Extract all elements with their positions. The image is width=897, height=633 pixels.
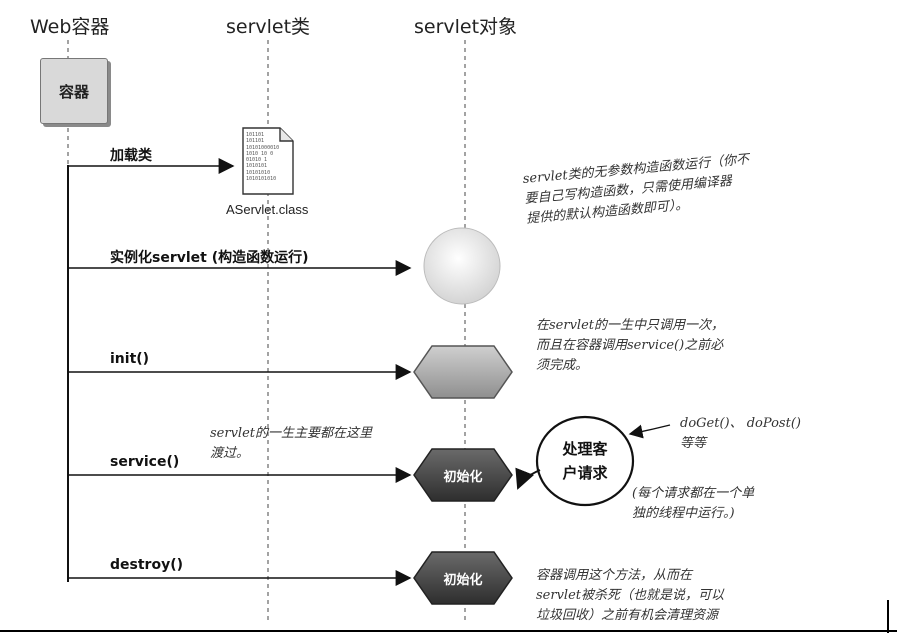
container-box: 容器 (40, 58, 108, 124)
note-line: 须完成。 (536, 358, 589, 373)
servlet-class-title: servlet类 (226, 16, 311, 38)
servlet-object-orb (423, 227, 501, 305)
service-state-label: 初始化 (443, 470, 483, 485)
file-line: 1010 10 0 (246, 150, 274, 157)
note-line: 等等 (680, 436, 707, 451)
file-line: 101101 (246, 132, 265, 138)
file-line: 101101 (246, 138, 265, 145)
loop-arrow (515, 467, 541, 490)
file-line: 10101000010 (246, 144, 280, 151)
destroy-state-hexagon (413, 551, 513, 605)
servlet-object-title: servlet对象 (414, 16, 518, 38)
class-file-name: AServlet.class (226, 202, 309, 217)
service-life-note: servlet的一生主要都在这里 渡过。 (210, 424, 372, 464)
instantiate-label: 实例化servlet (构造函数运行) (110, 250, 309, 266)
note-line: 容器调用这个方法，从而在 (536, 568, 693, 583)
class-file-content: 101101 101101 10101000010 1010 10 0 0101… (246, 132, 290, 182)
service-state-hexagon (413, 448, 513, 502)
note-line: doGet()、 doPost() (680, 416, 801, 431)
file-line: 1010101 (246, 163, 268, 170)
note-line: 渡过。 (210, 446, 250, 461)
bubble-line: 处理客 (562, 440, 608, 458)
file-line: 1010101010 (246, 176, 277, 183)
note-line: 而且在容器调用service()之前必 (536, 338, 724, 353)
doget-pointer (628, 424, 671, 439)
note-line: 垃圾回收）之前有机会清理资源 (536, 608, 719, 623)
destroy-note: 容器调用这个方法，从而在 servlet被杀死（也就是说，可以 垃圾回收）之前有… (536, 566, 724, 626)
destroy-label: destroy() (110, 557, 183, 573)
note-line: servlet被杀死（也就是说，可以 (536, 588, 724, 603)
class-file-icon (242, 127, 294, 195)
note-line: servlet的一生主要都在这里 (210, 426, 372, 441)
destroy-state-label: 初始化 (443, 573, 483, 588)
load-class-label: 加载类 (110, 148, 152, 164)
bubble-line: 户请求 (562, 464, 608, 482)
thread-note: (每个请求都在一个单 独的线程中运行。) (632, 484, 754, 524)
service-label: service() (110, 454, 180, 470)
note-line: (每个请求都在一个单 (632, 486, 755, 501)
request-bubble-text: 处理客 户请求 (544, 437, 626, 485)
file-line: 01010 1 (246, 157, 268, 164)
init-state-hexagon (413, 345, 513, 399)
doget-note: doGet()、 doPost() 等等 (680, 414, 801, 454)
file-line: 10101010 (246, 169, 271, 176)
note-line: 独的线程中运行。) (632, 506, 735, 521)
note-line: 在servlet的一生中只调用一次， (536, 318, 724, 333)
init-note: 在servlet的一生中只调用一次， 而且在容器调用service()之前必 须… (536, 316, 724, 376)
web-container-title: Web容器 (30, 16, 110, 38)
request-bubble (535, 415, 635, 507)
init-label: init() (110, 351, 150, 367)
